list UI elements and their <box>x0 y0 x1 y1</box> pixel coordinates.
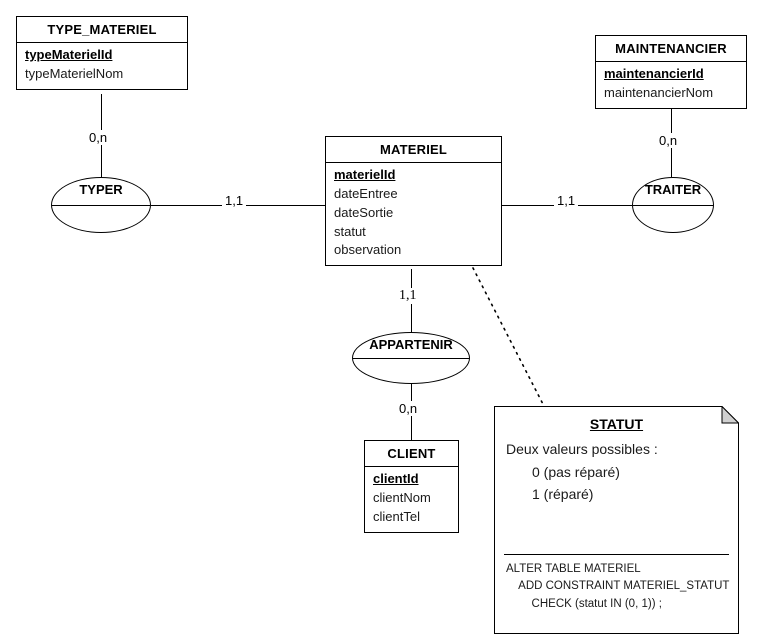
sql-line-0: ALTER TABLE MATERIEL <box>506 563 641 575</box>
entity-attribute-list: typeMaterielId typeMaterielNom <box>17 43 187 89</box>
entity-maintenancier[interactable]: MAINTENANCIER maintenancierId maintenanc… <box>595 35 747 109</box>
entity-type-materiel[interactable]: TYPE_MATERIEL typeMaterielId typeMaterie… <box>16 16 188 90</box>
relationship-traiter[interactable]: TRAITER <box>632 177 714 233</box>
relationship-appartenir[interactable]: APPARTENIR <box>352 332 470 384</box>
attribute: dateEntree <box>334 185 398 201</box>
cardinality-traiter-materiel: 1,1 <box>554 193 579 208</box>
attribute-primary-key: clientId <box>373 471 419 486</box>
entity-materiel[interactable]: MATERIEL materielId dateEntree dateSorti… <box>325 136 502 267</box>
relationship-typer[interactable]: TYPER <box>51 177 151 233</box>
note-value-0: 0 (pas réparé) <box>532 464 620 480</box>
entity-attribute-list: clientId clientNom clientTel <box>365 467 458 532</box>
entity-attribute-list: maintenancierId maintenancierNom <box>596 62 746 108</box>
attribute: maintenancierNom <box>604 84 714 100</box>
sql-line-1: ADD CONSTRAINT MATERIEL_STATUT <box>506 580 730 593</box>
attribute: statut <box>334 223 366 239</box>
relationship-label: TRAITER <box>644 182 702 197</box>
attribute-primary-key: materielId <box>334 167 396 182</box>
attribute: observation <box>334 242 402 258</box>
note-title: STATUT <box>589 416 644 432</box>
note-sql-block: ALTER TABLE MATERIEL ADD CONSTRAINT MATE… <box>506 561 729 613</box>
attribute: typeMaterielNom <box>25 65 124 81</box>
entity-title: TYPE_MATERIEL <box>17 17 187 43</box>
entity-title: CLIENT <box>365 441 458 467</box>
attribute: clientTel <box>373 508 420 524</box>
cardinality-typer-materiel: 1,1 <box>222 193 247 208</box>
cardinality-typer-type-materiel: 0,n <box>86 130 111 145</box>
entity-attribute-list: materielId dateEntree dateSortie statut … <box>326 163 501 265</box>
attribute-primary-key: maintenancierId <box>604 66 704 81</box>
relationship-divider <box>52 205 150 206</box>
note-anchor-dotted-line <box>472 267 547 411</box>
cardinality-traiter-maintenancier: 0,n <box>656 133 681 148</box>
note-lead-text: Deux valeurs possibles : <box>506 441 658 457</box>
note-separator <box>504 554 729 555</box>
relationship-divider <box>633 205 713 206</box>
relationship-divider <box>353 358 469 359</box>
relationship-label: APPARTENIR <box>369 337 453 352</box>
note-statut[interactable]: STATUT Deux valeurs possibles : 0 (pas r… <box>494 406 739 634</box>
sql-line-2: CHECK (statut IN (0, 1)) ; <box>506 597 662 610</box>
cardinality-appartenir-materiel: 1,1 <box>396 288 420 304</box>
note-value-1: 1 (réparé) <box>532 486 594 502</box>
attribute: clientNom <box>373 489 431 505</box>
cardinality-appartenir-client: 0,n <box>396 401 421 416</box>
note-outline <box>494 406 739 634</box>
entity-title: MATERIEL <box>326 137 501 163</box>
relationship-label: TYPER <box>79 182 123 197</box>
attribute: dateSortie <box>334 204 394 220</box>
entity-title: MAINTENANCIER <box>596 36 746 62</box>
entity-client[interactable]: CLIENT clientId clientNom clientTel <box>364 440 459 533</box>
note-content: STATUT Deux valeurs possibles : 0 (pas r… <box>494 406 739 634</box>
attribute-primary-key: typeMaterielId <box>25 47 113 62</box>
